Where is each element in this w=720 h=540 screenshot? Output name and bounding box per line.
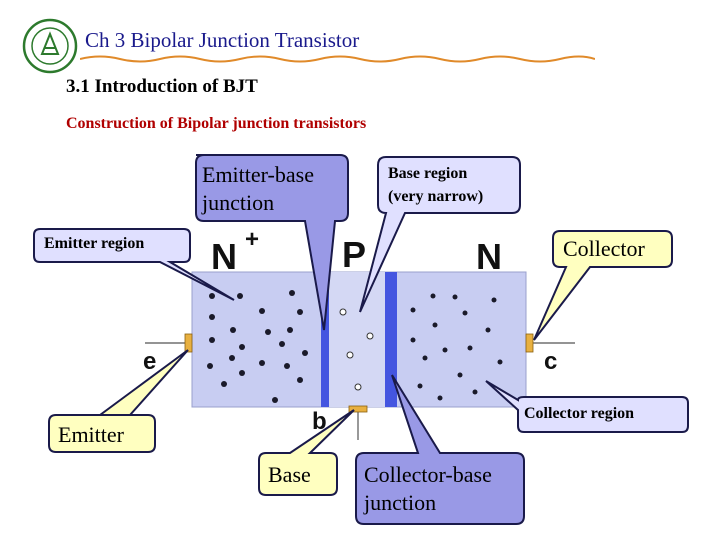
callout-collector-region: [485, 380, 689, 433]
base-label: Base: [268, 462, 311, 487]
page-title: Ch 3 Bipolar Junction Transistor: [85, 28, 360, 52]
base-holes: [339, 308, 374, 391]
callout-emitter: [48, 349, 189, 453]
base-region-line1: Base region: [388, 165, 468, 182]
section-heading: Construction of Bipolar junction transis…: [66, 115, 367, 132]
emitter-terminal-label: e: [143, 348, 157, 375]
emitter-electrons: [207, 290, 308, 403]
base-terminal-pad: [348, 405, 368, 413]
emitter-base-junction-line2: junction: [202, 190, 275, 215]
emitter-doping-plus: +: [245, 226, 260, 253]
section-subtitle: 3.1 Introduction of BJT: [66, 76, 258, 97]
university-seal-icon: [22, 18, 78, 74]
emitter-region-letter: N: [211, 236, 237, 277]
base-region-letter: P: [342, 234, 367, 275]
collector-region-letter: N: [476, 236, 502, 277]
collector-base-junction-line1: Collector-base: [364, 462, 492, 487]
emitter-base-junction-stripe: [321, 272, 329, 407]
collector-terminal-label: c: [544, 348, 558, 375]
title-underline: [80, 55, 595, 63]
collector-region-label: Collector region: [524, 405, 635, 422]
collector-base-junction-line2: junction: [364, 490, 437, 515]
collector-electrons: [410, 293, 503, 401]
callout-emitter-base-junction: [195, 154, 349, 331]
emitter-region-label: Emitter region: [44, 235, 145, 252]
collector-base-junction-stripe: [385, 272, 397, 407]
callout-collector-base-junction: [355, 374, 525, 525]
emitter-label: Emitter: [58, 422, 124, 447]
callout-base: [258, 409, 355, 496]
base-terminal-label: b: [312, 408, 327, 435]
collector-label: Collector: [563, 236, 645, 261]
callout-collector: [533, 230, 673, 341]
collector-terminal-pad: [525, 333, 534, 353]
callout-emitter-region: [33, 228, 235, 301]
base-region-line2: (very narrow): [388, 188, 484, 205]
callout-base-region: [359, 156, 521, 313]
emitter-terminal-pad: [184, 333, 193, 353]
emitter-base-junction-line1: Emitter-base: [202, 162, 314, 187]
